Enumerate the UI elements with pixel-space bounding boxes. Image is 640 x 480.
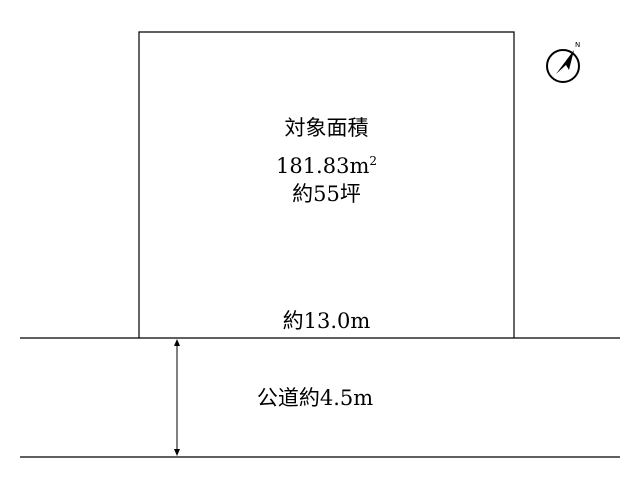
north-letter: N xyxy=(575,41,580,49)
north-arrow-icon: N xyxy=(546,41,580,83)
lot-area-unit: m xyxy=(349,154,370,178)
lot-area-value: 181.83 xyxy=(275,154,350,178)
lot-area-unit-superscript: 2 xyxy=(369,154,378,168)
road-label: 公道約4.5m xyxy=(256,386,374,410)
frontage-label: 約13.0m xyxy=(282,309,371,333)
lot-title: 対象面積 xyxy=(284,116,369,140)
road-width-dimension-arrow xyxy=(174,339,180,456)
lot-area: 181.83m2 xyxy=(140,145,513,182)
lot-boundary xyxy=(138,31,515,338)
lot-tsubo: 約55坪 xyxy=(292,182,361,206)
